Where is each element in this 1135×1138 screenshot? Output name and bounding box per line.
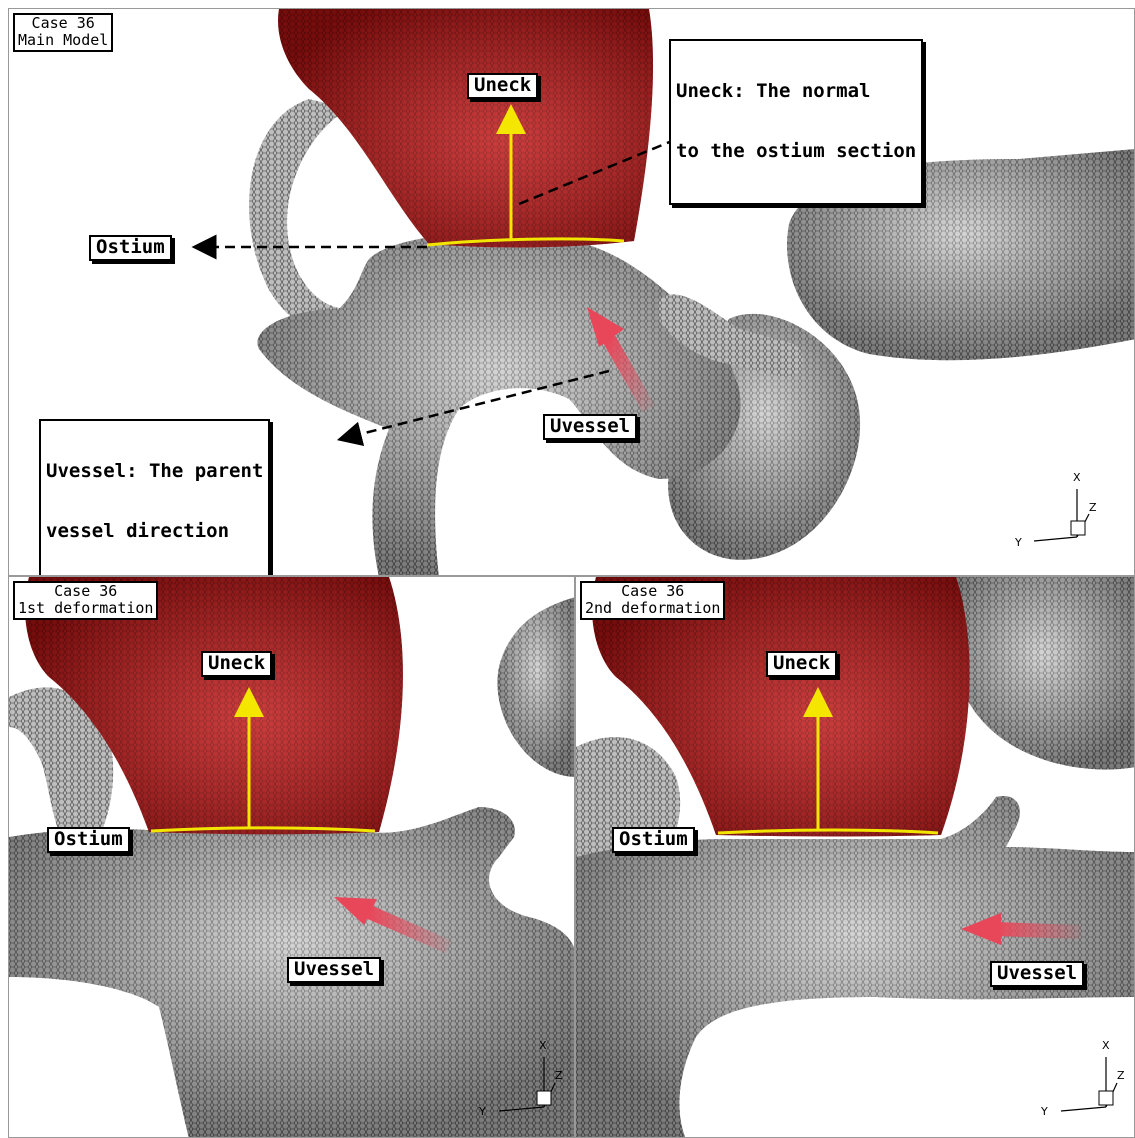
uvessel-note-line1: Uvessel: The parent (46, 462, 263, 482)
case-subtitle: 2nd deformation (585, 600, 720, 617)
case-subtitle: 1st deformation (18, 600, 153, 617)
axis-x-label: X (539, 1039, 547, 1052)
axis-triad: X Y Z (1040, 1039, 1125, 1118)
uvessel-arrow (996, 929, 1081, 932)
ostium-label: Ostium (89, 235, 172, 261)
uvessel-note-line2: vessel direction (46, 522, 263, 542)
uneck-note: Uneck: The normal to the ostium section (669, 39, 923, 205)
uneck-note-line2: to the ostium section (676, 142, 916, 162)
ostium-label: Ostium (47, 827, 130, 853)
case-subtitle: Main Model (18, 32, 108, 49)
uvessel-label: Uvessel (287, 957, 381, 983)
axis-x-label: X (1073, 471, 1081, 484)
first-deformation-panel: X Y Z Case 36 1st deformation Uneck Osti… (8, 576, 575, 1138)
uvessel-label: Uvessel (990, 961, 1084, 987)
axis-y-label: Y (478, 1105, 486, 1118)
uneck-label: Uneck (201, 651, 272, 677)
uneck-label: Uneck (467, 73, 538, 99)
case-title: Case 36 (18, 583, 153, 600)
axis-triad: X Y Z (1014, 471, 1097, 549)
case-label: Case 36 Main Model (13, 13, 113, 52)
second-deformation-render: X Y Z (576, 577, 1135, 1138)
case-label: Case 36 2nd deformation (580, 581, 725, 620)
main-model-panel: X Y Z Case 36 Main Model Uneck Uneck: Th… (8, 8, 1135, 576)
uvessel-label: Uvessel (543, 414, 637, 440)
case-title: Case 36 (585, 583, 720, 600)
axis-z-label: Z (1117, 1069, 1125, 1082)
uneck-note-line1: Uneck: The normal (676, 82, 916, 102)
axis-z-label: Z (555, 1069, 563, 1082)
second-deformation-panel: X Y Z Case 36 2nd deformation Uneck Osti… (575, 576, 1135, 1138)
axis-y-label: Y (1014, 536, 1022, 549)
case-label: Case 36 1st deformation (13, 581, 158, 620)
case-title: Case 36 (18, 15, 108, 32)
axis-y-label: Y (1040, 1105, 1048, 1118)
uvessel-note: Uvessel: The parent vessel direction (39, 419, 270, 576)
axis-z-label: Z (1089, 501, 1097, 514)
ostium-label: Ostium (612, 827, 695, 853)
first-deformation-render: X Y Z (9, 577, 575, 1138)
uneck-label: Uneck (766, 651, 837, 677)
axis-x-label: X (1102, 1039, 1110, 1052)
